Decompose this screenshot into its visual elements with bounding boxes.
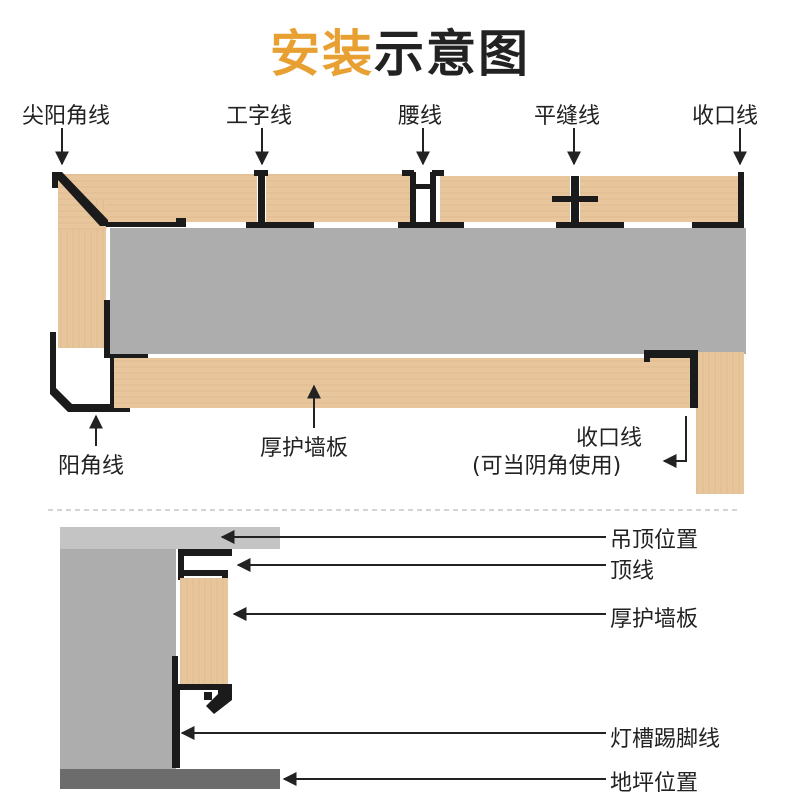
label-ceiling: 吊顶位置: [610, 528, 699, 553]
skirting-profile: [172, 656, 232, 768]
board-bottom: [110, 358, 694, 408]
label-sharp-outside-corner: 尖阳角线: [22, 104, 111, 129]
label-floor: 地坪位置: [610, 771, 699, 796]
edge-trim-bottom-profile: [644, 350, 698, 408]
floor-slab: [60, 769, 280, 789]
top-line-profile: [178, 549, 232, 585]
arrow-edge-trim-bottom: [662, 416, 687, 468]
board-top-4: [580, 176, 740, 222]
title-rest: 示意图: [374, 25, 530, 83]
sharp-corner-trim: [52, 172, 108, 226]
board-section: [180, 578, 228, 684]
title-highlight: 安装: [270, 25, 374, 83]
board-right-vertical: [696, 352, 744, 494]
page-title: 安装示意图: [0, 14, 800, 86]
label-board-plan: 厚护墙板: [260, 436, 349, 461]
i-profile-base: [246, 222, 314, 228]
top-rail-left: [106, 222, 186, 227]
label-edge-trim-bottom: 收口线: [576, 426, 643, 451]
label-skirting-light-groove: 灯槽踢脚线: [610, 727, 721, 752]
label-edge-trim-note: (可当阴角使用): [472, 454, 622, 479]
edge-trim-top-profile: [738, 172, 744, 226]
board-top-3: [440, 176, 570, 222]
waist-line-profile: [410, 172, 416, 226]
board-top-2: [266, 174, 410, 222]
label-waist-line: 腰线: [398, 104, 443, 129]
label-outside-corner: 阳角线: [58, 454, 125, 479]
label-top-line: 顶线: [610, 559, 655, 584]
label-edge-trim-top: 收口线: [692, 104, 759, 129]
i-profile-web: [258, 172, 265, 226]
label-board-section: 厚护墙板: [610, 607, 699, 632]
label-flat-seam: 平缝线: [534, 104, 601, 129]
label-i-profile: 工字线: [226, 104, 293, 129]
wall-section: [60, 549, 176, 769]
wall-block: [110, 228, 746, 354]
